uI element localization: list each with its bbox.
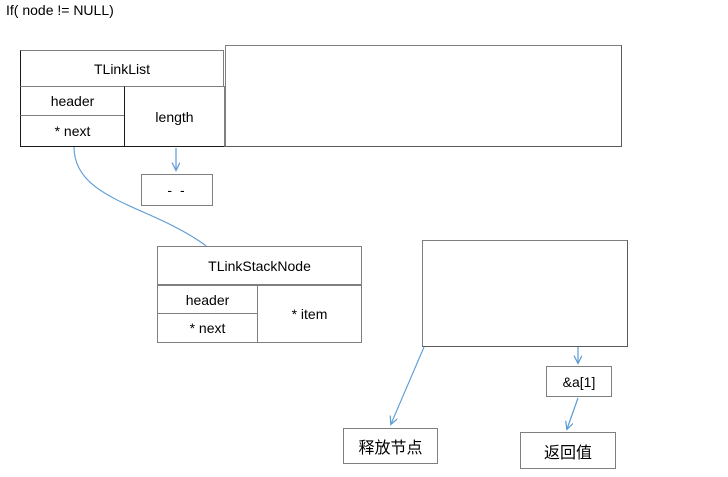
struct-tlinklist-field-header: header [20,86,125,116]
empty-region-top [225,45,622,147]
struct-tlinkstacknode-field-next: * next [157,313,258,343]
address-box: &a[1] [546,366,612,397]
struct-tlinklist-title: TLinkList [20,50,224,87]
struct-tlinklist-field-next: * next [20,115,125,147]
struct-tlinkstacknode-title: TLinkStackNode [157,246,362,285]
empty-region-right [422,240,628,347]
struct-tlinkstacknode-field-header: header [157,285,258,314]
return-value-box: 返回值 [520,432,616,469]
struct-tlinkstacknode-field-item: * item [257,285,362,343]
struct-tlinklist-field-length: length [124,86,225,147]
decrement-box: - - [141,174,213,206]
arrow-region-to-free-node [391,346,425,424]
arrow-address-to-return [567,397,579,429]
free-node-box: 释放节点 [343,428,438,464]
page-title: If( node != NULL) [6,2,114,18]
